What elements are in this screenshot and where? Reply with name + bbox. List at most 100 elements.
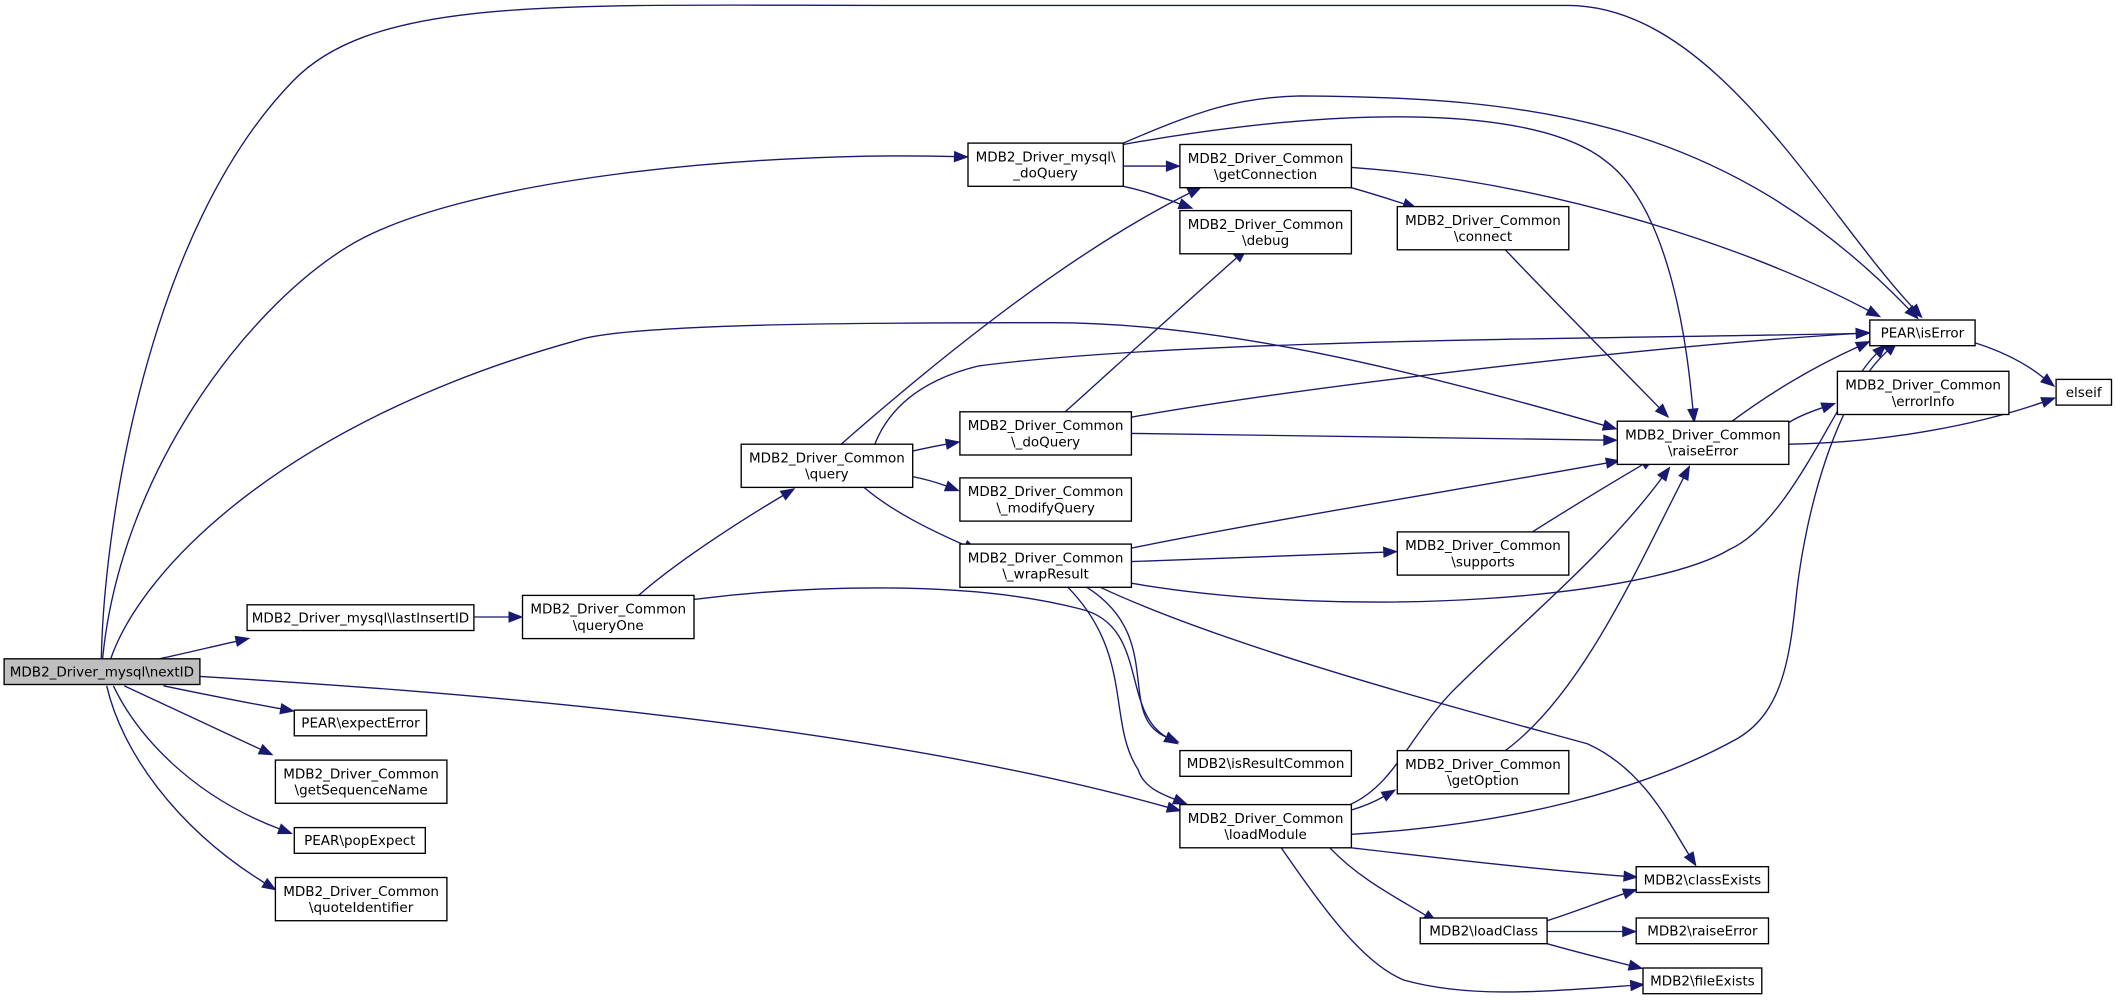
- node-isError[interactable]: PEAR\isError: [1869, 319, 1976, 347]
- edge-wrapResult-to-isResultCommon: [1086, 586, 1167, 738]
- node-quoteIdentifier[interactable]: MDB2_Driver_Common\quoteIdentifier: [274, 876, 448, 922]
- node-loadModule[interactable]: MDB2_Driver_Common\loadModule: [1179, 803, 1353, 849]
- node-box-query[interactable]: [740, 443, 914, 489]
- edge-queryOne-to-query: [638, 494, 784, 596]
- edge-nextID-to-popExpect: [112, 685, 280, 830]
- node-wrapResult[interactable]: MDB2_Driver_Common\_wrapResult: [959, 543, 1133, 588]
- node-modifyQuery[interactable]: MDB2_Driver_Common\_modifyQuery: [959, 477, 1133, 522]
- node-box-raiseError[interactable]: [1616, 420, 1790, 466]
- node-label-fileExists: MDB2\fileExists: [1650, 974, 1755, 990]
- node-box-popExpect[interactable]: [293, 826, 426, 854]
- node-loadClass[interactable]: MDB2\loadClass: [1419, 917, 1548, 945]
- node-label-errorInfo: MDB2_Driver_Common: [1845, 378, 2001, 394]
- node-raiseError[interactable]: MDB2_Driver_Common\raiseError: [1616, 420, 1790, 466]
- node-elseif[interactable]: elseif: [2055, 378, 2113, 406]
- edge-commonDoQuery-to-isError: [1131, 332, 1857, 418]
- node-box-getSequenceName[interactable]: [274, 759, 448, 804]
- node-label-supports: MDB2_Driver_Common: [1405, 538, 1561, 554]
- arrowhead-nextID-to-raiseError: [1601, 419, 1618, 431]
- arrowhead-wrapResult-to-raiseError: [1604, 457, 1621, 469]
- edge-nextID-to-lastInsertID: [159, 640, 237, 660]
- node-label-supports: \supports: [1451, 554, 1514, 570]
- node-box-getOption[interactable]: [1396, 749, 1570, 795]
- edge-loadClass-to-classExists: [1546, 893, 1625, 922]
- node-box-loadModule[interactable]: [1179, 803, 1353, 849]
- edge-wrapResult-to-supports: [1131, 551, 1384, 563]
- node-label-isError: PEAR\isError: [1881, 326, 1965, 342]
- node-classExists[interactable]: MDB2\classExists: [1635, 866, 1770, 894]
- node-queryOne[interactable]: MDB2_Driver_Common\queryOne: [521, 594, 695, 640]
- edge-query-to-isError: [874, 332, 1857, 445]
- node-supports[interactable]: MDB2_Driver_Common\supports: [1396, 531, 1570, 576]
- node-label-quoteIdentifier: MDB2_Driver_Common: [283, 884, 439, 900]
- node-label-debug: MDB2_Driver_Common: [1188, 217, 1344, 233]
- arrowhead-query-to-getConnection: [1186, 186, 1203, 199]
- node-box-nextID[interactable]: [3, 658, 201, 686]
- node-label-lastInsertID: MDB2_Driver_mysql\lastInsertID: [252, 610, 469, 626]
- node-getConnection[interactable]: MDB2_Driver_Common\getConnection: [1179, 143, 1353, 189]
- edge-query-to-commonDoQuery: [912, 443, 947, 452]
- node-label-raiseError: \raiseError: [1668, 444, 1739, 460]
- node-label-wrapResult: MDB2_Driver_Common: [968, 550, 1124, 566]
- node-nextID[interactable]: MDB2_Driver_mysql\nextID: [3, 658, 201, 686]
- node-box-elseif[interactable]: [2055, 378, 2113, 406]
- arrowhead-wrapResult-to-supports: [1382, 546, 1399, 558]
- node-getSequenceName[interactable]: MDB2_Driver_Common\getSequenceName: [274, 759, 448, 804]
- edge-nextID-to-quoteIdentifier: [106, 685, 265, 884]
- arrowhead-getConnection-to-isError: [1865, 305, 1882, 318]
- node-debug[interactable]: MDB2_Driver_Common\debug: [1179, 209, 1353, 255]
- node-box-mysqlDoQuery[interactable]: [967, 142, 1124, 187]
- node-popExpect[interactable]: PEAR\popExpect: [293, 826, 426, 854]
- node-label-quoteIdentifier: \quoteIdentifier: [309, 900, 414, 916]
- node-box-fileExists[interactable]: [1642, 967, 1763, 995]
- edge-mysqlDoQuery-to-debug: [1123, 185, 1181, 205]
- arrowhead-mysqlDoQuery-to-getConnection: [1165, 160, 1181, 172]
- node-label-classExists: MDB2\classExists: [1644, 872, 1762, 888]
- node-box-quoteIdentifier[interactable]: [274, 876, 448, 922]
- node-label-getOption: \getOption: [1447, 773, 1519, 789]
- arrowhead-wrapResult-to-isResultCommon: [1163, 731, 1180, 743]
- node-lastInsertID[interactable]: MDB2_Driver_mysql\lastInsertID: [246, 604, 475, 632]
- node-box-supports[interactable]: [1396, 531, 1570, 576]
- node-fileExists[interactable]: MDB2\fileExists: [1642, 967, 1763, 995]
- node-expectError[interactable]: PEAR\expectError: [293, 709, 428, 737]
- node-box-errorInfo[interactable]: [1836, 370, 2010, 416]
- edge-loadModule-to-isError: [1351, 350, 1888, 835]
- node-label-mysqlDoQuery: MDB2_Driver_mysql\: [976, 149, 1116, 165]
- edge-loadModule-to-getOption: [1351, 795, 1385, 811]
- arrowhead-mysqlDoQuery-to-isError: [1904, 304, 1919, 320]
- node-mdb2RaiseError[interactable]: MDB2\raiseError: [1635, 917, 1770, 945]
- node-isResultCommon[interactable]: MDB2\isResultCommon: [1179, 749, 1353, 777]
- node-box-classExists[interactable]: [1635, 866, 1770, 894]
- node-box-connect[interactable]: [1396, 205, 1570, 251]
- node-box-modifyQuery[interactable]: [959, 477, 1133, 522]
- edge-nextID-to-isError: [100, 4, 1914, 659]
- edge-nextID-to-mysqlDoQuery: [101, 155, 955, 659]
- edge-query-to-modifyQuery: [912, 475, 947, 487]
- node-box-debug[interactable]: [1179, 209, 1353, 255]
- node-box-isResultCommon[interactable]: [1179, 749, 1353, 777]
- node-box-mdb2RaiseError[interactable]: [1635, 917, 1770, 945]
- node-box-getConnection[interactable]: [1179, 143, 1353, 189]
- edge-commonDoQuery-to-raiseError: [1131, 432, 1604, 441]
- node-box-lastInsertID[interactable]: [246, 604, 475, 632]
- node-box-expectError[interactable]: [293, 709, 428, 737]
- arrowhead-loadModule-to-raiseError: [1656, 466, 1671, 482]
- node-query[interactable]: MDB2_Driver_Common\query: [740, 443, 914, 489]
- node-box-commonDoQuery[interactable]: [959, 411, 1133, 456]
- arrowhead-loadModule-to-getOption: [1380, 789, 1397, 802]
- node-connect[interactable]: MDB2_Driver_Common\connect: [1396, 205, 1570, 251]
- arrowhead-queryOne-to-query: [779, 488, 796, 501]
- node-box-queryOne[interactable]: [521, 594, 695, 640]
- node-errorInfo[interactable]: MDB2_Driver_Common\errorInfo: [1836, 370, 2010, 416]
- node-label-debug: \debug: [1242, 233, 1289, 249]
- node-mysqlDoQuery[interactable]: MDB2_Driver_mysql\_doQuery: [967, 142, 1124, 187]
- node-box-isError[interactable]: [1869, 319, 1976, 347]
- node-box-wrapResult[interactable]: [959, 543, 1133, 588]
- node-box-loadClass[interactable]: [1419, 917, 1548, 945]
- node-getOption[interactable]: MDB2_Driver_Common\getOption: [1396, 749, 1570, 795]
- edge-query-to-getConnection: [840, 192, 1190, 445]
- node-commonDoQuery[interactable]: MDB2_Driver_Common\_doQuery: [959, 411, 1133, 456]
- node-label-queryOne: \queryOne: [573, 618, 644, 634]
- arrowhead-loadModule-to-classExists: [1623, 870, 1639, 882]
